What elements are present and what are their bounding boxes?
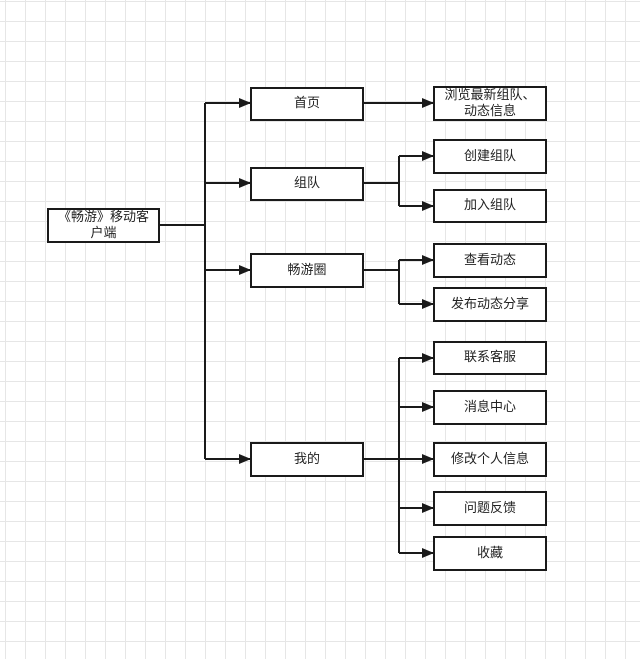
leaf-favorites: 收藏 bbox=[433, 536, 547, 571]
leaf-feedback-label: 问题反馈 bbox=[463, 500, 516, 516]
leaf-contact-support-label: 联系客服 bbox=[463, 350, 516, 365]
node-travel-circle: 畅游圈 bbox=[250, 253, 364, 288]
leaf-edit-profile-label: 修改个人信息 bbox=[450, 451, 529, 467]
leaf-view-posts: 查看动态 bbox=[433, 243, 547, 278]
leaf-browse-latest: 浏览最新组队、 动态信息 bbox=[433, 86, 547, 121]
leaf-browse-latest-label: 浏览最新组队、 动态信息 bbox=[444, 87, 536, 119]
leaf-publish-post: 发布动态分享 bbox=[433, 287, 547, 322]
leaf-join-team-label: 加入组队 bbox=[463, 198, 516, 213]
leaf-create-team-label: 创建组队 bbox=[463, 148, 516, 164]
node-homepage-label: 首页 bbox=[293, 96, 320, 111]
leaf-join-team: 加入组队 bbox=[433, 189, 547, 223]
leaf-message-center: 消息中心 bbox=[433, 390, 547, 425]
leaf-edit-profile: 修改个人信息 bbox=[433, 442, 547, 477]
leaf-contact-support: 联系客服 bbox=[433, 341, 547, 375]
leaf-favorites-label: 收藏 bbox=[476, 545, 503, 561]
node-mine-label: 我的 bbox=[293, 451, 320, 467]
leaf-publish-post-label: 发布动态分享 bbox=[450, 296, 529, 312]
node-team-label: 组队 bbox=[293, 176, 320, 191]
leaf-create-team: 创建组队 bbox=[433, 139, 547, 174]
root-node: 《畅游》移动客 户端 bbox=[47, 208, 160, 243]
node-mine: 我的 bbox=[250, 442, 364, 477]
leaf-message-center-label: 消息中心 bbox=[463, 399, 516, 415]
node-travel-circle-label: 畅游圈 bbox=[287, 262, 327, 278]
leaf-feedback: 问题反馈 bbox=[433, 491, 547, 526]
node-homepage: 首页 bbox=[250, 87, 364, 121]
node-team: 组队 bbox=[250, 167, 364, 201]
leaf-view-posts-label: 查看动态 bbox=[463, 252, 516, 268]
root-node-label: 《畅游》移动客 户端 bbox=[57, 209, 149, 241]
